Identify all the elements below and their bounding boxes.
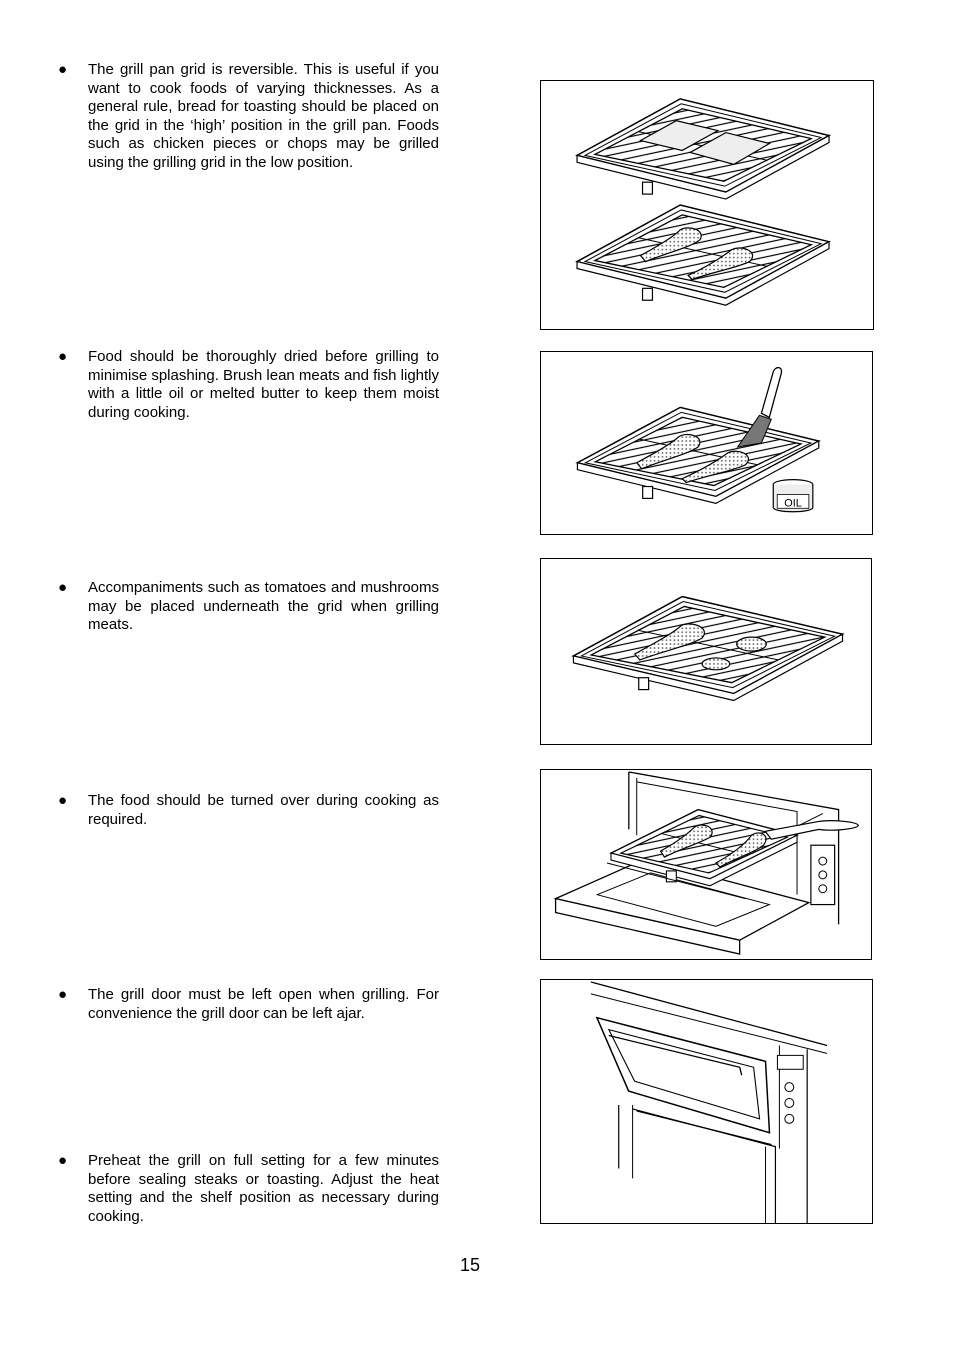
bullet-marker: ● (58, 579, 68, 596)
bullet-marker: ● (58, 61, 68, 78)
figure-grill-pan-positions (540, 80, 874, 330)
figure-brush-with-oil: OIL (540, 351, 873, 535)
paragraph-door-open: The grill door must be left open when gr… (88, 986, 439, 1022)
accompaniments-illustration (571, 595, 845, 702)
figure-turning-food (540, 769, 872, 960)
figure-grill-door-ajar (540, 979, 873, 1224)
bullet-marker: ● (58, 348, 68, 365)
grill-door-illustration (590, 981, 828, 1223)
grill-pan-positions-illustration (575, 98, 832, 306)
figure-accompaniments (540, 558, 872, 745)
brush-oil-illustration: OIL (575, 366, 821, 513)
paragraph-accompaniments: Accompaniments such as tomatoes and mush… (88, 579, 439, 634)
paragraph-turn-food: The food should be turned over during co… (88, 792, 439, 828)
page-number: 15 (459, 1255, 481, 1275)
paragraph-dry-food: Food should be thoroughly dried before g… (88, 348, 439, 421)
paragraph-grid-reversible: The grill pan grid is reversible. This i… (88, 61, 439, 171)
oil-label: OIL (784, 497, 802, 509)
bullet-marker: ● (58, 792, 68, 809)
bullet-marker: ● (58, 986, 68, 1003)
paragraph-preheat: Preheat the grill on full setting for a … (88, 1152, 439, 1225)
bullet-marker: ● (58, 1152, 68, 1169)
turning-food-illustration (553, 771, 860, 955)
